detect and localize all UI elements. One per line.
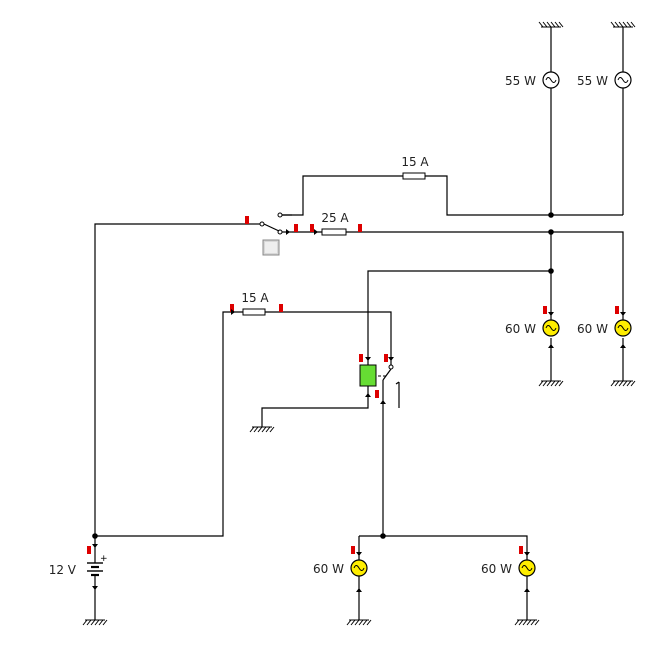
wires xyxy=(94,27,624,616)
lamp-mid-a-label: 60 W xyxy=(505,322,536,336)
lamp-bottom-b-label: 60 W xyxy=(481,562,512,576)
ground-symbol-battery xyxy=(82,616,108,626)
relay-contact[interactable] xyxy=(378,356,400,408)
ground-symbol-top-a xyxy=(538,21,564,28)
lamp-top-a-label: 55 W xyxy=(505,74,536,88)
fuse-main-label: 25 A xyxy=(321,211,349,225)
lamp-bottom-a[interactable]: 60 W xyxy=(313,548,368,584)
switch-knob[interactable] xyxy=(262,239,280,256)
lamp-top-a[interactable]: 55 W xyxy=(505,71,560,89)
lamp-bottom-a-label: 60 W xyxy=(313,562,344,576)
fuse-left[interactable]: 15 A xyxy=(241,291,269,316)
fuse-main[interactable]: 25 A xyxy=(321,211,349,236)
lamp-mid-a[interactable]: 60 W xyxy=(505,306,560,337)
ground-symbol-bottom-a xyxy=(346,616,372,626)
relay-coil[interactable] xyxy=(359,356,377,390)
fuse-top-label: 15 A xyxy=(401,155,429,169)
ground-symbol-top-b xyxy=(610,21,636,28)
ground-symbol-mid-b xyxy=(610,378,636,387)
ground-symbol-mid-a xyxy=(538,378,564,387)
lamp-mid-b-label: 60 W xyxy=(577,322,608,336)
current-arrows xyxy=(92,229,626,592)
probe-markers xyxy=(87,216,619,554)
lamp-top-b[interactable]: 55 W xyxy=(577,71,632,89)
fuse-top[interactable]: 15 A xyxy=(401,155,429,180)
lamp-top-b-label: 55 W xyxy=(577,74,608,88)
battery-plus-sign: + xyxy=(100,554,108,564)
lamp-bottom-b[interactable]: 60 W xyxy=(481,548,536,584)
battery-label: 12 V xyxy=(49,563,77,577)
ground-symbol-relay xyxy=(249,424,275,433)
toggle-switch[interactable] xyxy=(250,212,292,235)
ground-symbol-bottom-b xyxy=(514,616,540,626)
junction-nodes xyxy=(92,212,554,539)
battery[interactable]: + 12 V xyxy=(49,552,108,586)
fuse-left-label: 15 A xyxy=(241,291,269,305)
lamp-mid-b[interactable]: 60 W xyxy=(577,306,632,337)
